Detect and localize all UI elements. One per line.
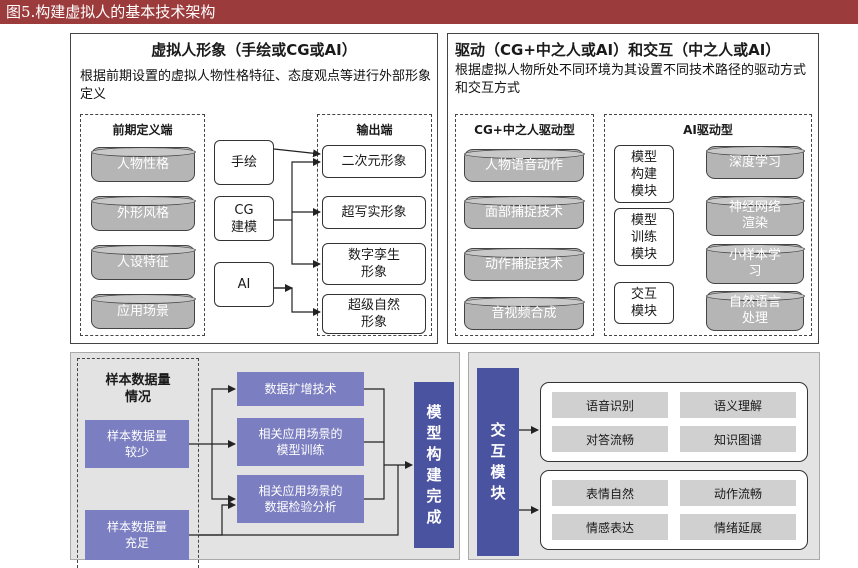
drive-panel-desc: 根据虚拟人物所处不同环境为其设置不同技术路径的驱动方式和交互方式 (455, 63, 807, 96)
pre-item-personality: 人物性格 (90, 146, 196, 182)
out-super-natural: 超级自然 形象 (322, 294, 426, 334)
cell-speech-recognition: 语音识别 (552, 392, 668, 418)
avatar-image-panel (70, 33, 438, 344)
tech-data-augmentation: 数据扩增技术 (237, 372, 364, 406)
cell-knowledge-graph: 知识图谱 (680, 426, 796, 452)
sample-data-title: 样本数据量 情况 (105, 373, 171, 405)
tech-data-validation: 相关应用场景的 数据检验分析 (237, 475, 364, 523)
arrow-handdrawn-2d (273, 148, 321, 158)
cg-driven-title: CG+中之人驱动型 (474, 123, 575, 137)
arrow-ample-validation (189, 501, 236, 536)
ai-item-neural-render: 神经网络 渲染 (705, 195, 805, 236)
ai-item-nlp: 自然语言 处理 (705, 290, 805, 331)
ai-item-few-shot: 小样本学 习 (705, 243, 805, 284)
cell-fluent-dialogue: 对答流畅 (552, 426, 668, 452)
arrow-cg-twin (291, 220, 321, 268)
output-section (317, 114, 432, 336)
arrow-augment-result (364, 388, 413, 469)
arrow-few-augment (189, 385, 236, 445)
avatar-panel-title: 虚拟人形象（手绘或CG或AI） (151, 41, 357, 59)
avatar-panel-desc: 根据前期设置的虚拟人物性格特征、态度观点等进行外部形象定义 (80, 69, 432, 102)
pre-definition-section (80, 114, 205, 336)
ai-item-deep-learning: 深度学习 (705, 145, 805, 179)
method-cg-modeling: CG 建模 (214, 196, 274, 241)
pre-item-style: 外形风格 (90, 195, 196, 231)
tech-model-training: 相关应用场景的 模型训练 (237, 418, 364, 466)
out-2d-image: 二次元形象 (322, 145, 426, 178)
sample-data-section (77, 358, 199, 568)
ai-module-train: 模型 训练 模块 (614, 208, 674, 266)
out-hyperreal-image: 超写实形象 (322, 196, 426, 229)
cg-item-face-capture: 面部捕捉技术 (463, 195, 585, 229)
sample-ample: 样本数据量 充足 (85, 510, 189, 560)
method-hand-drawn: 手绘 (214, 140, 274, 185)
pre-item-scenario: 应用场景 (90, 293, 196, 329)
cg-item-motion-capture: 动作捕捉技术 (463, 247, 585, 281)
arrow-few-validation (211, 444, 236, 503)
arrow-ai-supernatural (274, 287, 321, 316)
figure-title: 图5.构建虚拟人的基本技术架构 (0, 0, 858, 24)
cell-emotion-expression: 情感表达 (552, 514, 668, 540)
interaction-module: 交 互 模 块 (477, 368, 519, 556)
cell-semantic-understanding: 语义理解 (680, 392, 796, 418)
sample-few: 样本数据量 较少 (85, 420, 189, 468)
ai-module-interact: 交互 模块 (614, 282, 674, 324)
cell-emotion-extension: 情绪延展 (680, 514, 796, 540)
ai-driven-title: AI驱动型 (683, 123, 733, 137)
arrow-validation-result (364, 465, 385, 500)
model-build-complete: 模 型 构 建 完 成 (414, 382, 454, 548)
out-digital-twin: 数字孪生 形象 (322, 243, 426, 285)
cell-natural-expression: 表情自然 (552, 480, 668, 506)
arrow-cg-outputs (274, 158, 321, 221)
cell-fluent-motion: 动作流畅 (680, 480, 796, 506)
output-title: 输出端 (356, 123, 393, 137)
cg-driven-section (455, 114, 594, 336)
drive-interaction-panel (447, 33, 819, 344)
pre-item-persona: 人设特征 (90, 244, 196, 280)
pre-definition-title: 前期定义端 (112, 123, 173, 137)
ai-driven-section (604, 114, 812, 336)
drive-panel-title: 驱动（CG+中之人或AI）和交互（中之人或AI） (455, 41, 781, 59)
cg-item-av-synthesis: 音视频合成 (463, 296, 585, 330)
method-ai: AI (214, 262, 274, 307)
ai-module-build: 模型 构建 模块 (614, 145, 674, 203)
arrow-ample-result (199, 465, 399, 536)
cg-item-voice-motion: 人物语音动作 (463, 148, 585, 182)
